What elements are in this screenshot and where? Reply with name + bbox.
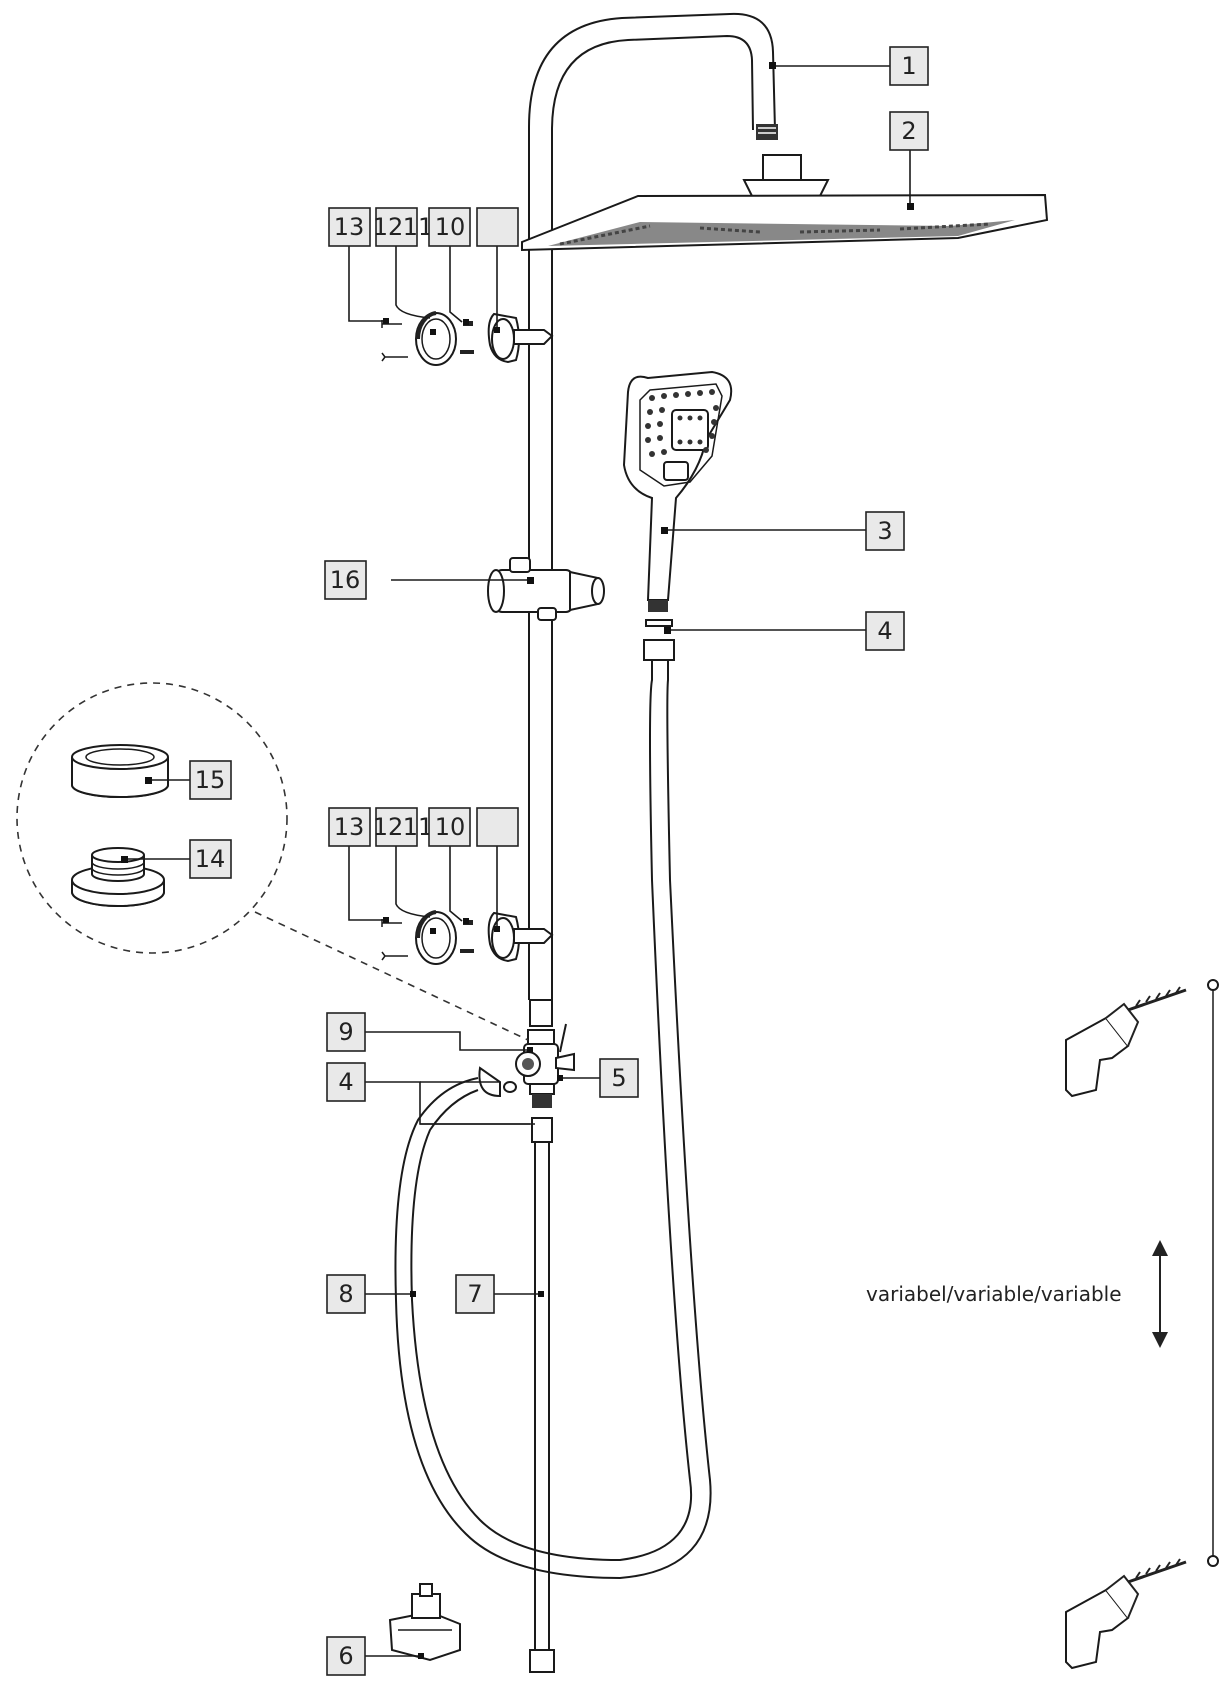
svg-text:1: 1 [901,52,916,80]
svg-text:4: 4 [338,1068,353,1096]
svg-text:2: 2 [901,117,916,145]
height-variable-label: variabel/variable/variable [866,1282,1122,1306]
connection-pipe [529,1142,555,1673]
height-indicator [1207,979,1219,1567]
svg-text:8: 8 [338,1280,353,1308]
blank-label-box [476,807,519,847]
callout-4-hand: 4 [865,611,905,651]
callout-16: 16 [324,560,367,600]
svg-text:4: 4 [877,617,892,645]
svg-text:10: 10 [435,813,466,841]
svg-text:5: 5 [611,1064,626,1092]
callout-11-bottom: 11 [403,813,434,841]
callout-10-bottom: 10 [428,807,471,847]
callout-14: 14 [189,839,232,879]
rain-shower-head [521,154,1049,252]
svg-text:14: 14 [195,845,226,873]
callout-13-top: 13 [328,207,371,247]
sealing-tape [71,744,169,798]
hand-shower-hose [394,660,712,1580]
leader-lines [124,65,911,1657]
callout-15: 15 [189,760,232,800]
hand-shower [622,370,733,612]
svg-text:6: 6 [338,1642,353,1670]
drill-icon [1065,986,1187,1098]
hand-shower-slider [487,557,605,621]
callout-11-top: 11 [403,213,434,241]
callout-8: 8 [326,1274,366,1314]
callout-1: 1 [889,46,929,86]
callout-12-bottom: 12 [373,807,418,847]
svg-text:10: 10 [435,213,466,241]
detail-circle [16,682,529,1041]
wall-adapter [388,1583,461,1662]
svg-text:12: 12 [373,213,404,241]
svg-text:12: 12 [373,813,404,841]
callout-9: 9 [326,1012,366,1052]
variable-arrow-icon [1152,1240,1168,1348]
callout-3: 3 [865,511,905,551]
hand-shower-washer [643,619,675,661]
svg-text:15: 15 [195,766,226,794]
svg-text:16: 16 [330,566,361,594]
leader-dots [121,62,914,1659]
drill-icon [1065,1558,1187,1670]
callout-10-top: 10 [428,207,471,247]
blank-label-box [476,207,519,247]
threaded-insert [71,847,165,907]
svg-text:9: 9 [338,1018,353,1046]
arm-thread [756,124,778,140]
diverter-valve [478,1023,575,1143]
svg-text:3: 3 [877,517,892,545]
svg-text:13: 13 [334,213,365,241]
callout-13-bottom: 13 [328,807,371,847]
svg-text:13: 13 [334,813,365,841]
callout-2: 2 [889,111,929,151]
svg-text:7: 7 [467,1280,482,1308]
callout-12-top: 12 [373,207,418,247]
callout-7: 7 [455,1274,495,1314]
callout-6: 6 [326,1636,366,1676]
callout-4-diverter: 4 [326,1062,366,1102]
callout-5: 5 [599,1058,639,1098]
